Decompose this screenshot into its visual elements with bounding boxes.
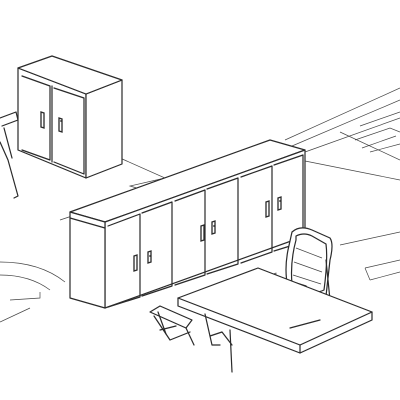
mesh-office-chair [279,227,333,321]
side-chair-fragment [0,111,19,199]
tall-cabinet [17,55,123,179]
floor-plan-lines [0,87,400,323]
desk [177,267,373,373]
task-chair [149,305,233,346]
low-storage-cabinet [69,139,306,309]
